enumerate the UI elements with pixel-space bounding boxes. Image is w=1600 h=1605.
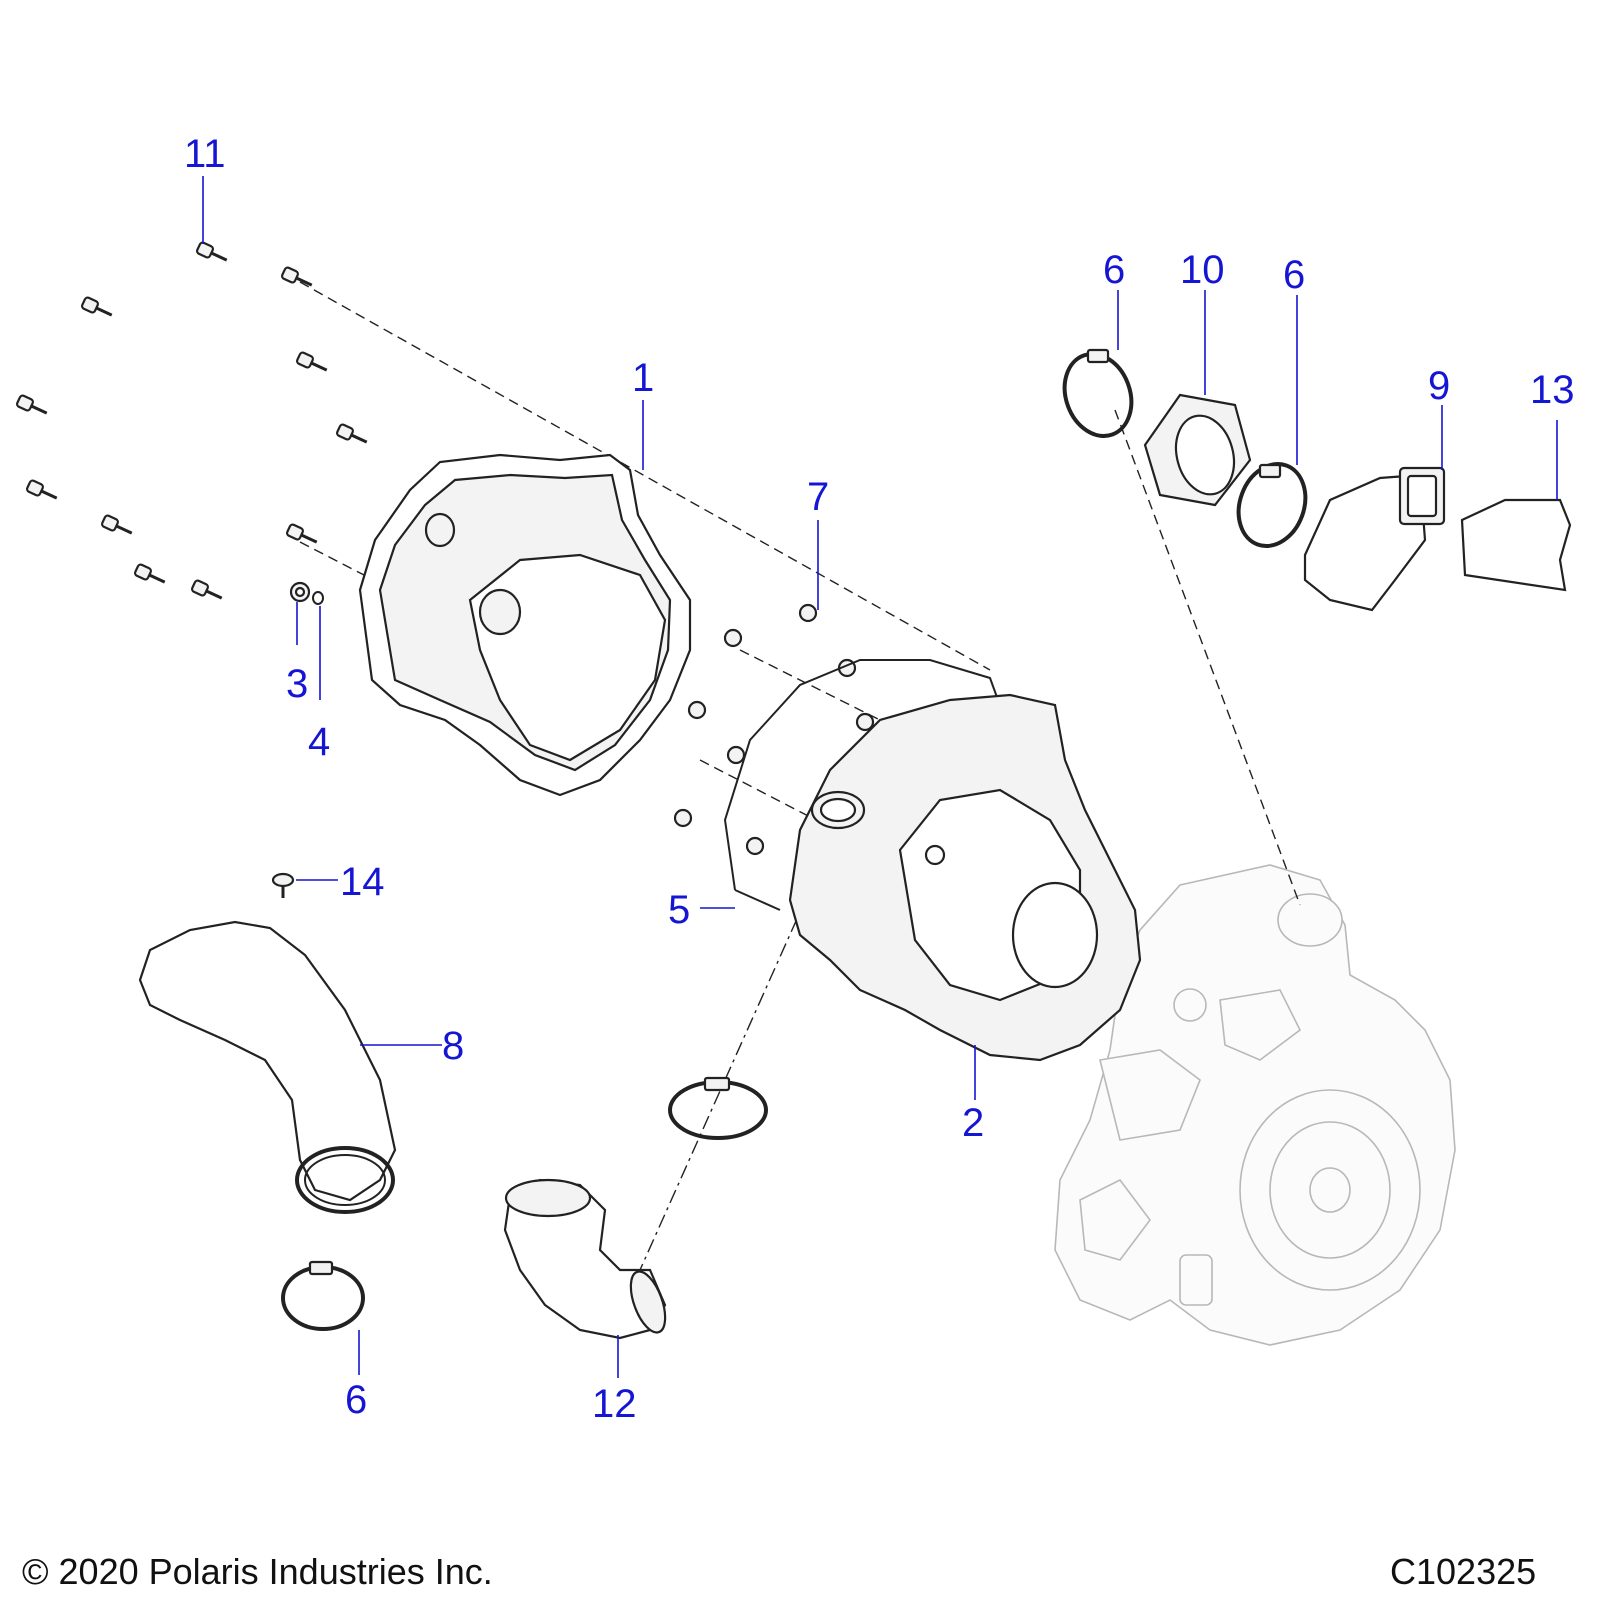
screw-icon [196,241,228,262]
screw-icon [281,266,313,287]
screw-icon [336,423,368,444]
callout-12: 12 [592,1382,637,1426]
hose-clamp-upper-right [1236,462,1308,548]
callout-6-upper-right: 6 [1283,253,1306,297]
hose-clamp-upper-left [1062,348,1134,438]
screw-icon [134,563,166,584]
drawing-id: C102325 [1390,1551,1537,1592]
screw-icon [296,351,328,372]
screw-icon [101,514,133,535]
callout-6-upper-left: 6 [1103,248,1126,292]
elbow-duct [503,1178,667,1340]
outer-clutch-cover [358,453,692,797]
intake-elbow [1303,466,1446,612]
cover-gasket [723,659,999,911]
screw-set [16,241,368,600]
air-box-cover [1460,498,1572,592]
callout-9: 9 [1428,364,1451,408]
push-rivet [271,872,295,898]
screw-icon [81,296,113,317]
intake-duct [138,920,397,1214]
copyright-notice: © 2020 Polaris Industries Inc. [22,1551,493,1592]
leader-lines [202,176,1558,1378]
boot-coupler [1143,393,1252,507]
callout-8: 8 [442,1024,465,1068]
inner-clutch-cover [788,693,1142,1062]
callout-11: 11 [184,132,226,176]
screw-icon [286,523,318,544]
transmission-ghost [1054,864,1456,1346]
callout-7: 7 [807,475,830,519]
plug-and-oring [289,581,324,605]
callout-2: 2 [962,1101,985,1145]
hose-clamp-lower [281,1260,365,1331]
callout-4: 4 [308,720,331,764]
screw-icon [16,394,48,415]
callout-6-lower: 6 [345,1378,368,1422]
callout-1: 1 [632,356,655,400]
callout-13: 13 [1530,368,1575,412]
callout-5: 5 [668,888,691,932]
callout-3: 3 [286,662,309,706]
callout-14: 14 [340,860,385,904]
duct-clamp [668,1076,768,1140]
screw-icon [191,579,223,600]
screw-icon [26,479,58,500]
nut-set [673,603,875,856]
callout-10: 10 [1180,248,1225,292]
